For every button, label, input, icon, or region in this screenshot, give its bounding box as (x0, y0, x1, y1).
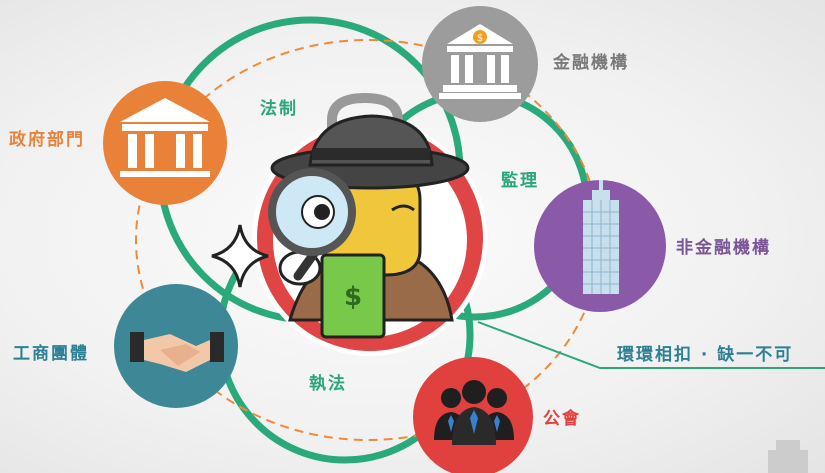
slogan: 環環相扣 · 缺一不可 (617, 345, 794, 365)
label-law: 法制 (260, 99, 298, 119)
label-enforcement: 執法 (309, 374, 347, 394)
skyscraper-icon (534, 180, 666, 312)
people-icon (413, 357, 533, 473)
svg-text:$: $ (477, 33, 483, 44)
label-non-financial-institutions: 非金融機構 (676, 238, 771, 258)
slogan-connector (477, 321, 825, 369)
label-financial-institutions: 金融機構 (553, 53, 629, 73)
handshake-icon (114, 284, 238, 408)
label-business-groups: 工商團體 (13, 344, 89, 364)
government-building-icon (103, 81, 227, 205)
label-associations: 公會 (543, 409, 581, 429)
svg-text:$: $ (344, 282, 362, 312)
decor-building (768, 440, 808, 473)
label-supervision: 監理 (501, 171, 539, 191)
bank-icon: $ (422, 6, 538, 122)
sparkle-icon (211, 224, 269, 288)
label-government: 政府部門 (9, 130, 85, 150)
magnifier-icon (268, 168, 356, 281)
